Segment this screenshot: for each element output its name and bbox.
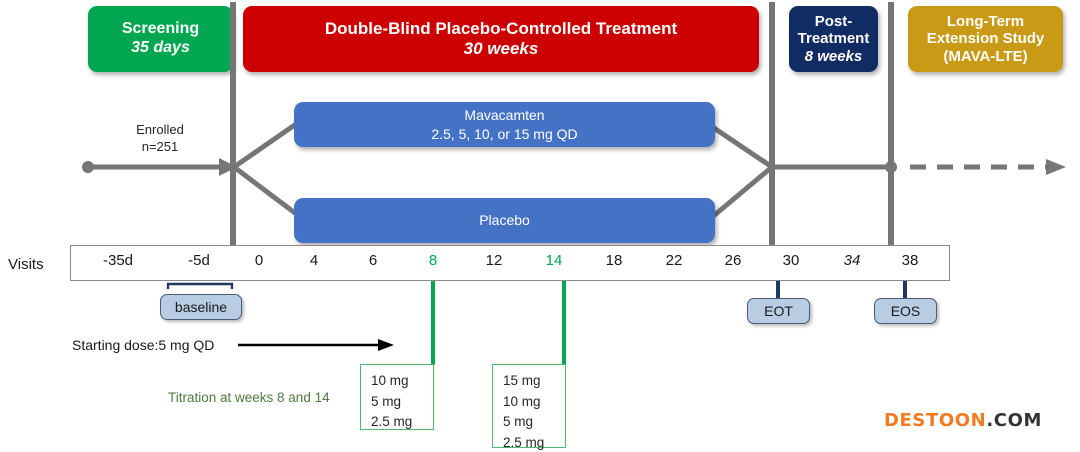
callout-eos[interactable]: EOS: [874, 298, 937, 324]
phase-divider-end-of-study: [888, 2, 894, 248]
arm-mavacamten-name: Mavacamten: [464, 107, 545, 124]
watermark-tld: .COM: [986, 410, 1043, 431]
treatment-arm-placebo: Placebo: [294, 198, 715, 243]
visit-tick-6: 6: [368, 252, 378, 269]
titration-dropline-week8: [431, 281, 435, 365]
dose-line: 2.5 mg: [503, 434, 545, 450]
phase-banner-double-blind: Double-Blind Placebo-Controlled Treatmen…: [243, 6, 759, 72]
phase-banner-post-treatment: Post- Treatment 8 weeks: [789, 6, 878, 72]
phase-divider-end-of-treatment: [769, 2, 775, 248]
dose-line: 5 mg: [371, 393, 402, 409]
phase-post-title-line1: Post-: [814, 12, 853, 30]
starting-dose-caption: Starting dose:5 mg QD: [72, 337, 215, 353]
dose-line: 15 mg: [503, 373, 541, 388]
visit-tick-0: 0: [254, 252, 264, 269]
watermark-brand: DESTOON: [884, 410, 987, 431]
treatment-arm-mavacamten: Mavacamten 2.5, 5, 10, or 15 mg QD: [294, 102, 715, 147]
phase-double-blind-duration: 30 weeks: [463, 39, 539, 58]
phase-double-blind-title: Double-Blind Placebo-Controlled Treatmen…: [324, 19, 678, 39]
dose-line: 10 mg: [371, 373, 409, 388]
titration-dropline-week14: [562, 281, 566, 365]
callout-baseline-label: baseline: [174, 299, 228, 315]
baseline-bracket: [166, 282, 234, 289]
visits-axis-label: Visits: [8, 256, 44, 273]
enrolled-count: n=251: [141, 138, 179, 154]
titration-note: Titration at weeks 8 and 14: [168, 390, 330, 405]
phase-lte-title-line1: Long-Term: [946, 12, 1025, 30]
visit-tick-4: 4: [309, 252, 319, 269]
phase-lte-acronym: (MAVA-LTE): [943, 47, 1028, 65]
end-of-study-dot: [885, 161, 897, 173]
phase-post-duration: 8 weeks: [804, 47, 863, 65]
phase-banner-long-term-extension: Long-Term Extension Study (MAVA-LTE): [908, 6, 1063, 72]
phase-post-title-line2: Treatment: [797, 30, 870, 48]
callout-baseline[interactable]: baseline: [160, 294, 242, 320]
phase-screening-title: Screening: [121, 20, 200, 38]
titration-doses-week14: 15 mg 10 mg 5 mg 2.5 mg: [492, 364, 566, 450]
lte-arrowhead: [1046, 159, 1066, 175]
watermark: DESTOON.COM: [884, 410, 1042, 431]
enrolled-caption: Enrolled n=251: [106, 122, 214, 155]
visit-tick-14: 14: [545, 252, 563, 269]
arm-mavacamten-dose: 2.5, 5, 10, or 15 mg QD: [431, 125, 578, 142]
dose-line: 10 mg: [503, 393, 541, 409]
eot-dropline: [776, 281, 780, 300]
visit-tick-26: 26: [724, 252, 742, 269]
visit-tick-30: 30: [782, 252, 800, 269]
visit-tick-12: 12: [485, 252, 503, 269]
enrolled-label: Enrolled: [136, 122, 184, 137]
dose-line: 2.5 mg: [371, 414, 413, 430]
visit-tick-8: 8: [428, 252, 438, 269]
callout-eot[interactable]: EOT: [747, 298, 810, 324]
phase-lte-title-line2: Extension Study: [926, 30, 1045, 48]
visit-tick-5d: -5d: [188, 252, 210, 269]
visit-tick-35d: -35d: [102, 252, 134, 269]
visits-timeline-axis: [70, 245, 950, 281]
starting-dose-arrowhead: [378, 339, 394, 351]
phase-divider-randomization: [230, 2, 236, 248]
titration-doses-week8: 10 mg 5 mg 2.5 mg: [360, 364, 434, 430]
eos-dropline: [903, 281, 907, 300]
phase-banner-screening: Screening 35 days: [88, 6, 233, 72]
enrollment-arrowhead: [219, 158, 237, 176]
visit-tick-18: 18: [605, 252, 623, 269]
callout-eos-label: EOS: [890, 303, 921, 319]
visit-tick-38: 38: [901, 252, 919, 269]
dose-line: 5 mg: [503, 414, 534, 430]
callout-eot-label: EOT: [764, 303, 793, 319]
phase-screening-duration: 35 days: [131, 39, 190, 56]
visit-tick-34: 34: [843, 252, 861, 269]
arm-placebo-name: Placebo: [479, 212, 530, 229]
visit-tick-22: 22: [665, 252, 683, 269]
